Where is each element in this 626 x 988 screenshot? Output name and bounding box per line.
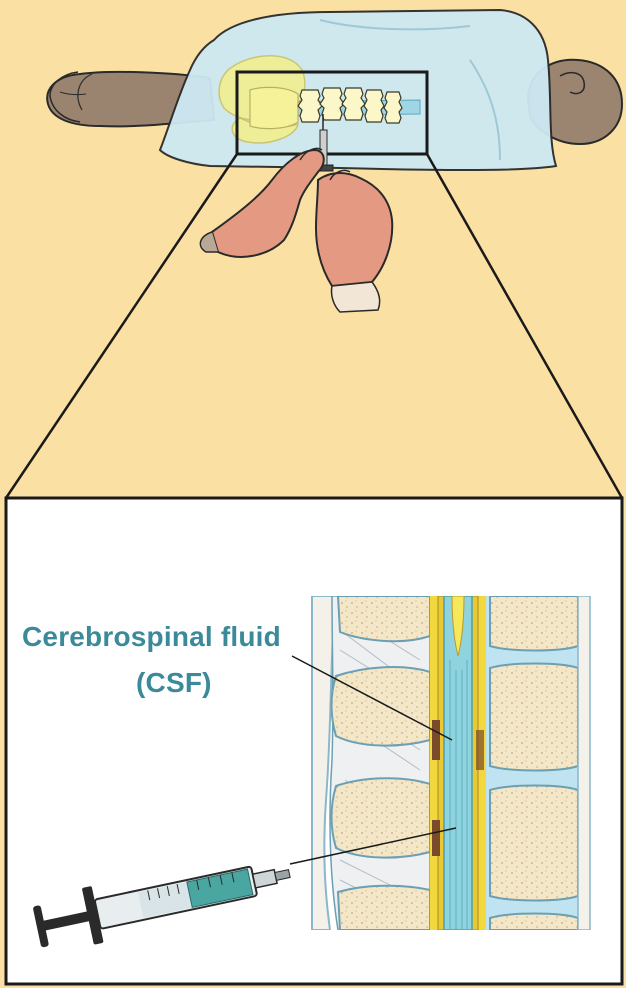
csf-abbreviation: (CSF) xyxy=(136,667,212,699)
csf-label: Cerebrospinal fluid xyxy=(22,621,281,653)
spine-cross-section xyxy=(312,596,590,930)
spinal-canal xyxy=(430,596,486,930)
vertebral-bodies xyxy=(486,596,590,930)
posterior-elements xyxy=(330,596,430,930)
